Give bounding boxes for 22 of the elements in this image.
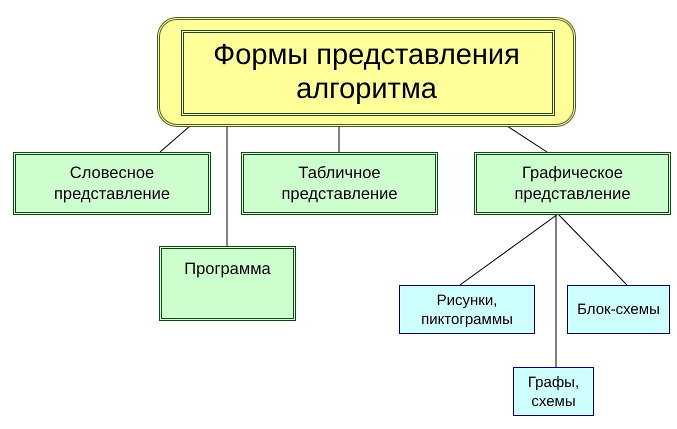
node-label: Графическое представление — [513, 162, 632, 204]
subcategory-box — [567, 285, 670, 334]
node-label: Блок-схемы — [577, 300, 660, 319]
category-box — [241, 152, 438, 215]
category-box — [13, 152, 211, 215]
subcategory-box — [513, 367, 594, 416]
category-box — [474, 152, 671, 215]
connector-line — [160, 126, 190, 152]
node-label: Табличное представление — [280, 162, 399, 204]
connector-line — [338, 126, 340, 152]
connector-line — [226, 126, 228, 246]
category-box — [159, 246, 296, 321]
subcategory-box — [399, 285, 535, 334]
connector-line — [506, 126, 548, 152]
node-label: Программа — [184, 259, 271, 280]
connector-line — [558, 214, 628, 286]
title-box — [157, 17, 576, 127]
node-label: Словесное представление — [52, 162, 172, 204]
node-label: Графы, схемы — [526, 372, 580, 410]
node-label: Рисунки, пиктограммы — [420, 290, 514, 328]
node-label: Формы представления алгоритма — [212, 38, 521, 106]
connector-line — [460, 214, 558, 286]
